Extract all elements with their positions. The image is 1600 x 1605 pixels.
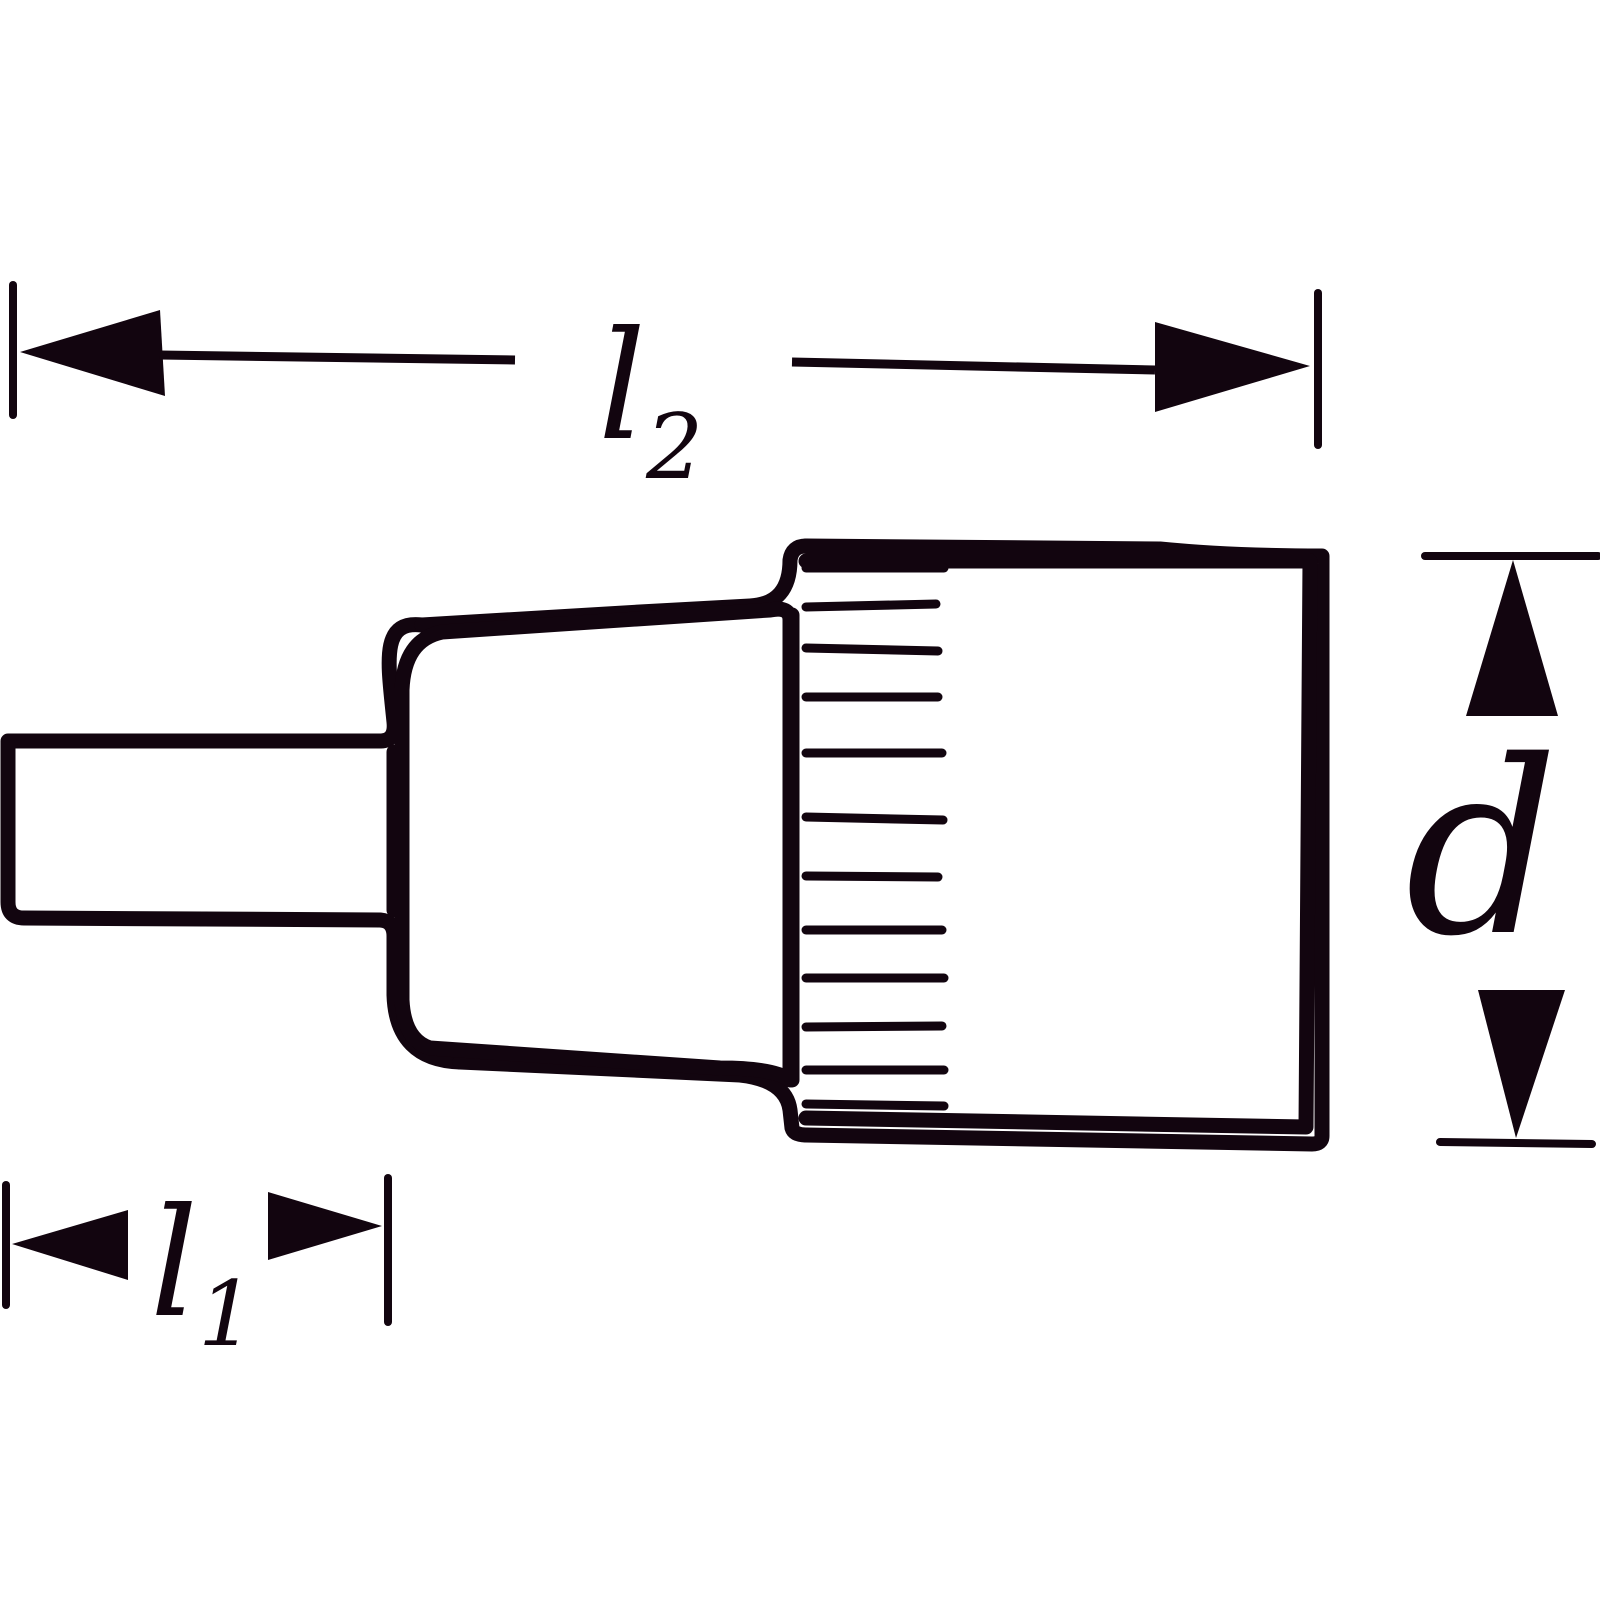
- outer-diameter-label: d: [1405, 709, 1559, 989]
- arrowhead-left: [12, 1210, 128, 1280]
- tooth: [801, 643, 943, 656]
- dimension-overall-length: l2: [9, 281, 1322, 500]
- tooth: [801, 871, 943, 882]
- socket-cylinder-inner: [798, 553, 1318, 1135]
- dimension-outer-diameter: d: [1405, 552, 1600, 1148]
- drive-length-label: l1: [150, 1177, 255, 1367]
- drive-length-subscript: 1: [198, 1262, 255, 1367]
- arrowhead-right: [1155, 322, 1310, 412]
- overall-length-label: l2: [598, 300, 703, 500]
- overall-length-subscript: 2: [645, 395, 703, 500]
- internal-serrations: [801, 563, 949, 1111]
- arrowhead-left: [20, 310, 165, 396]
- dimension-line-left: [159, 350, 516, 365]
- arrowhead-bottom: [1478, 990, 1565, 1138]
- neck-inner-outline: [394, 601, 798, 1088]
- dimension-drive-length: l1: [2, 1174, 392, 1367]
- socket-body: [0, 538, 1330, 1152]
- overall-length-symbol: l: [598, 300, 646, 474]
- tooth: [801, 1021, 947, 1032]
- tooth: [801, 599, 941, 612]
- dimension-line-right: [791, 357, 1156, 375]
- arrowhead-right: [268, 1192, 382, 1260]
- extension-line-bottom: [1436, 1138, 1596, 1148]
- tooth: [801, 1099, 949, 1111]
- arrowhead-top: [1466, 560, 1558, 716]
- drive-length-symbol: l: [150, 1177, 198, 1351]
- tooth: [801, 812, 948, 825]
- socket-cylinder: [798, 538, 1330, 1152]
